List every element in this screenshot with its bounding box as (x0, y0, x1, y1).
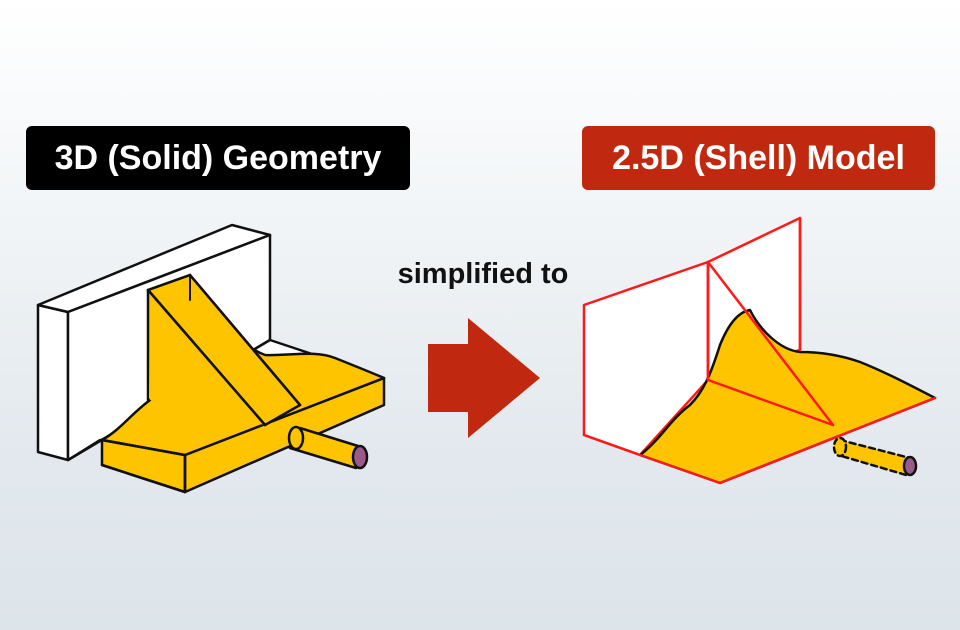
shell-model-label-text: 2.5D (Shell) Model (612, 138, 905, 177)
solid-geometry-label: 3D (Solid) Geometry (26, 126, 410, 190)
shell-part-figure (582, 216, 937, 485)
solid-geometry-label-text: 3D (Solid) Geometry (54, 138, 382, 177)
shell-model-label: 2.5D (Shell) Model (582, 126, 935, 190)
simplified-to-text: simplified to (397, 258, 569, 290)
arrow-right-icon (428, 318, 540, 438)
solid-part-figure (36, 223, 386, 494)
